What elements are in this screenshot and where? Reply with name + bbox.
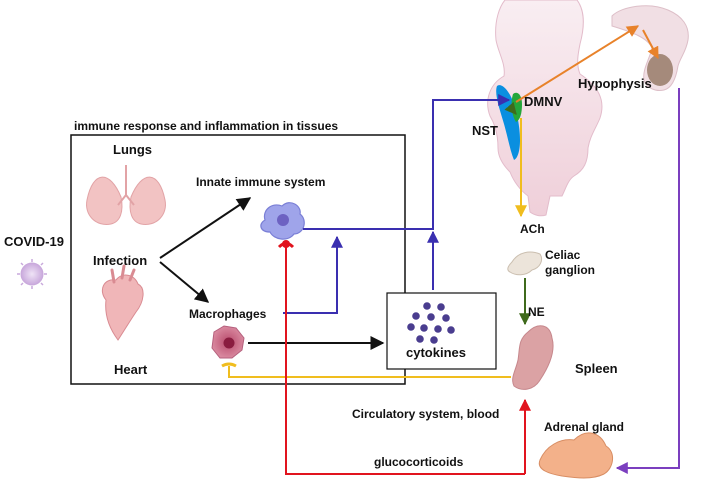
circulatory-label: Circulatory system, blood	[352, 407, 499, 421]
tissue-box	[70, 134, 406, 385]
celiac-ganglion-illustration	[507, 251, 543, 276]
spleen-label: Spleen	[575, 361, 618, 376]
innate-immune-label: Innate immune system	[196, 175, 325, 189]
innate-immune-cell-icon	[260, 202, 305, 240]
cytokine-dots-icon	[407, 302, 455, 344]
adrenal-gland-illustration	[538, 432, 613, 479]
lungs-illustration	[86, 165, 166, 225]
tissue-box-title: immune response and inflammation in tiss…	[74, 119, 338, 133]
virus-icon	[17, 259, 47, 289]
infection-to-innate-arrow	[159, 197, 252, 259]
orange-pathway	[515, 25, 659, 103]
celiac-label-line2: ganglion	[545, 263, 595, 277]
infection-label: Infection	[93, 253, 147, 268]
ach-label: ACh	[520, 222, 545, 236]
red-junction-dot	[282, 240, 290, 248]
blue-pathway	[283, 94, 511, 314]
celiac-label-line1: Celiac	[545, 248, 581, 262]
macrophage-cell-icon	[211, 325, 245, 359]
infection-to-macrophages-arrow	[159, 261, 210, 303]
ne-label: NE	[528, 305, 545, 319]
covid-label: COVID-19	[4, 234, 64, 249]
adrenal-label: Adrenal gland	[544, 420, 624, 434]
nst-label: NST	[472, 123, 498, 138]
heart-illustration	[101, 264, 144, 341]
macrophages-label: Macrophages	[189, 307, 267, 321]
glucocorticoids-label: glucocorticoids	[374, 455, 464, 469]
black-arrows	[159, 197, 385, 350]
cytokines-label: cytokines	[406, 345, 466, 360]
purple-pathway	[615, 88, 680, 474]
heart-label: Heart	[114, 362, 148, 377]
green-pathway	[504, 101, 531, 326]
hypophysis-label: Hypophysis	[578, 76, 652, 91]
spleen-illustration	[512, 325, 554, 390]
lungs-label: Lungs	[113, 142, 152, 157]
dmnv-label: DMNV	[524, 94, 563, 109]
yellow-pathway	[221, 118, 527, 378]
